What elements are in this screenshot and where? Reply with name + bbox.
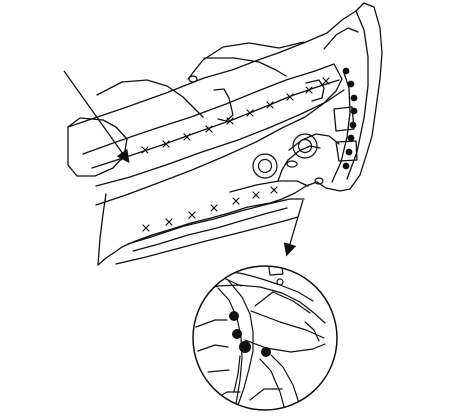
spot-weld-dot bbox=[350, 94, 358, 102]
detail-spot-weld-dot bbox=[232, 329, 242, 339]
detail-hole bbox=[276, 278, 284, 286]
detail-outline-8 bbox=[254, 291, 311, 314]
detail-outline-14 bbox=[233, 355, 241, 393]
magnifier-outline bbox=[192, 265, 338, 411]
weld-mark bbox=[322, 77, 330, 85]
inner-flange-2 bbox=[305, 79, 325, 102]
weld-mark bbox=[286, 93, 294, 101]
spot-weld-dot bbox=[342, 67, 350, 75]
upper-right-cap bbox=[323, 27, 359, 50]
small-hole-1 bbox=[286, 160, 298, 168]
weld-mark bbox=[246, 109, 254, 117]
spot-weld-dot bbox=[345, 148, 353, 156]
weld-mark bbox=[162, 140, 170, 148]
weld-mark bbox=[183, 133, 191, 141]
weld-mark bbox=[252, 191, 260, 199]
panel-holes bbox=[188, 75, 324, 185]
detail-spot-weld-dot bbox=[239, 341, 251, 353]
detail-spot-weld-dot bbox=[229, 311, 239, 321]
magnified-detail bbox=[192, 265, 338, 411]
left-body-curve bbox=[96, 79, 204, 118]
small-hole-3 bbox=[188, 75, 198, 83]
weld-mark bbox=[188, 211, 196, 219]
right-panel-detail bbox=[333, 106, 355, 132]
rear-wheelhouse-edge bbox=[288, 133, 340, 151]
spot-weld-dot bbox=[342, 162, 350, 170]
center-lower-panel bbox=[229, 180, 309, 193]
callout-lines bbox=[63, 70, 304, 257]
right-panel-detail-2 bbox=[335, 140, 358, 162]
lower-sill bbox=[127, 198, 305, 245]
detail-outline-13 bbox=[270, 354, 301, 407]
detail-outline-16 bbox=[279, 266, 323, 282]
lower-ridge bbox=[95, 89, 345, 187]
detail-outline-7 bbox=[250, 310, 325, 339]
upper-ridge-inner bbox=[91, 79, 340, 169]
detail-weld-dots bbox=[229, 311, 271, 357]
detail-outline-19 bbox=[249, 388, 283, 401]
weld-mark bbox=[205, 125, 213, 133]
weld-mark bbox=[165, 218, 173, 226]
top-surface-line bbox=[187, 41, 305, 80]
detail-spot-weld-dot bbox=[261, 347, 271, 357]
panel-hole-left-inner bbox=[257, 158, 273, 174]
sill-bottom bbox=[115, 216, 299, 265]
weld-mark bbox=[270, 186, 278, 194]
spot-weld-dot bbox=[349, 121, 357, 129]
panel-hole-left bbox=[252, 153, 278, 179]
detail-outline-17 bbox=[304, 321, 320, 342]
spot-weld-dots bbox=[342, 67, 358, 170]
detail-outline-11 bbox=[207, 369, 230, 373]
weld-mark bbox=[142, 224, 150, 232]
inner-flange bbox=[213, 88, 234, 122]
small-hole-2 bbox=[314, 177, 324, 185]
panel-hole-right bbox=[292, 133, 318, 159]
detail-pointer-line bbox=[283, 199, 304, 257]
center-lower-panel-2 bbox=[277, 145, 321, 182]
detail-outline-15 bbox=[267, 266, 284, 276]
top-surface-line-2 bbox=[203, 57, 287, 77]
upper-ridge bbox=[82, 63, 343, 206]
upper-panel-outline bbox=[67, 2, 383, 266]
weld-mark bbox=[305, 86, 313, 94]
weld-mark bbox=[210, 204, 218, 212]
detail-outline-1 bbox=[197, 284, 326, 324]
detail-outline-12 bbox=[259, 358, 286, 410]
detail-outline-10 bbox=[197, 344, 229, 352]
top-left-pointer-line bbox=[63, 70, 130, 164]
spot-weld-dot bbox=[347, 80, 355, 88]
detail-outline-18 bbox=[211, 391, 241, 402]
lower-left-face bbox=[97, 193, 107, 266]
detail-outline-6 bbox=[244, 339, 326, 353]
weld-x-marks bbox=[120, 77, 330, 232]
detail-outline-9 bbox=[195, 319, 228, 328]
spot-weld-dot bbox=[347, 134, 355, 142]
panel-hole-right-inner bbox=[297, 138, 313, 154]
weld-mark bbox=[266, 101, 274, 109]
detail-outline-3 bbox=[226, 270, 314, 302]
weld-mark bbox=[141, 146, 149, 154]
lower-sill-inner bbox=[132, 207, 288, 252]
detail-outline-4 bbox=[227, 279, 254, 406]
weld-mark bbox=[232, 197, 240, 205]
weld-mark bbox=[226, 117, 234, 125]
spot-weld-dot bbox=[350, 107, 358, 115]
main-assembly bbox=[67, 2, 383, 266]
